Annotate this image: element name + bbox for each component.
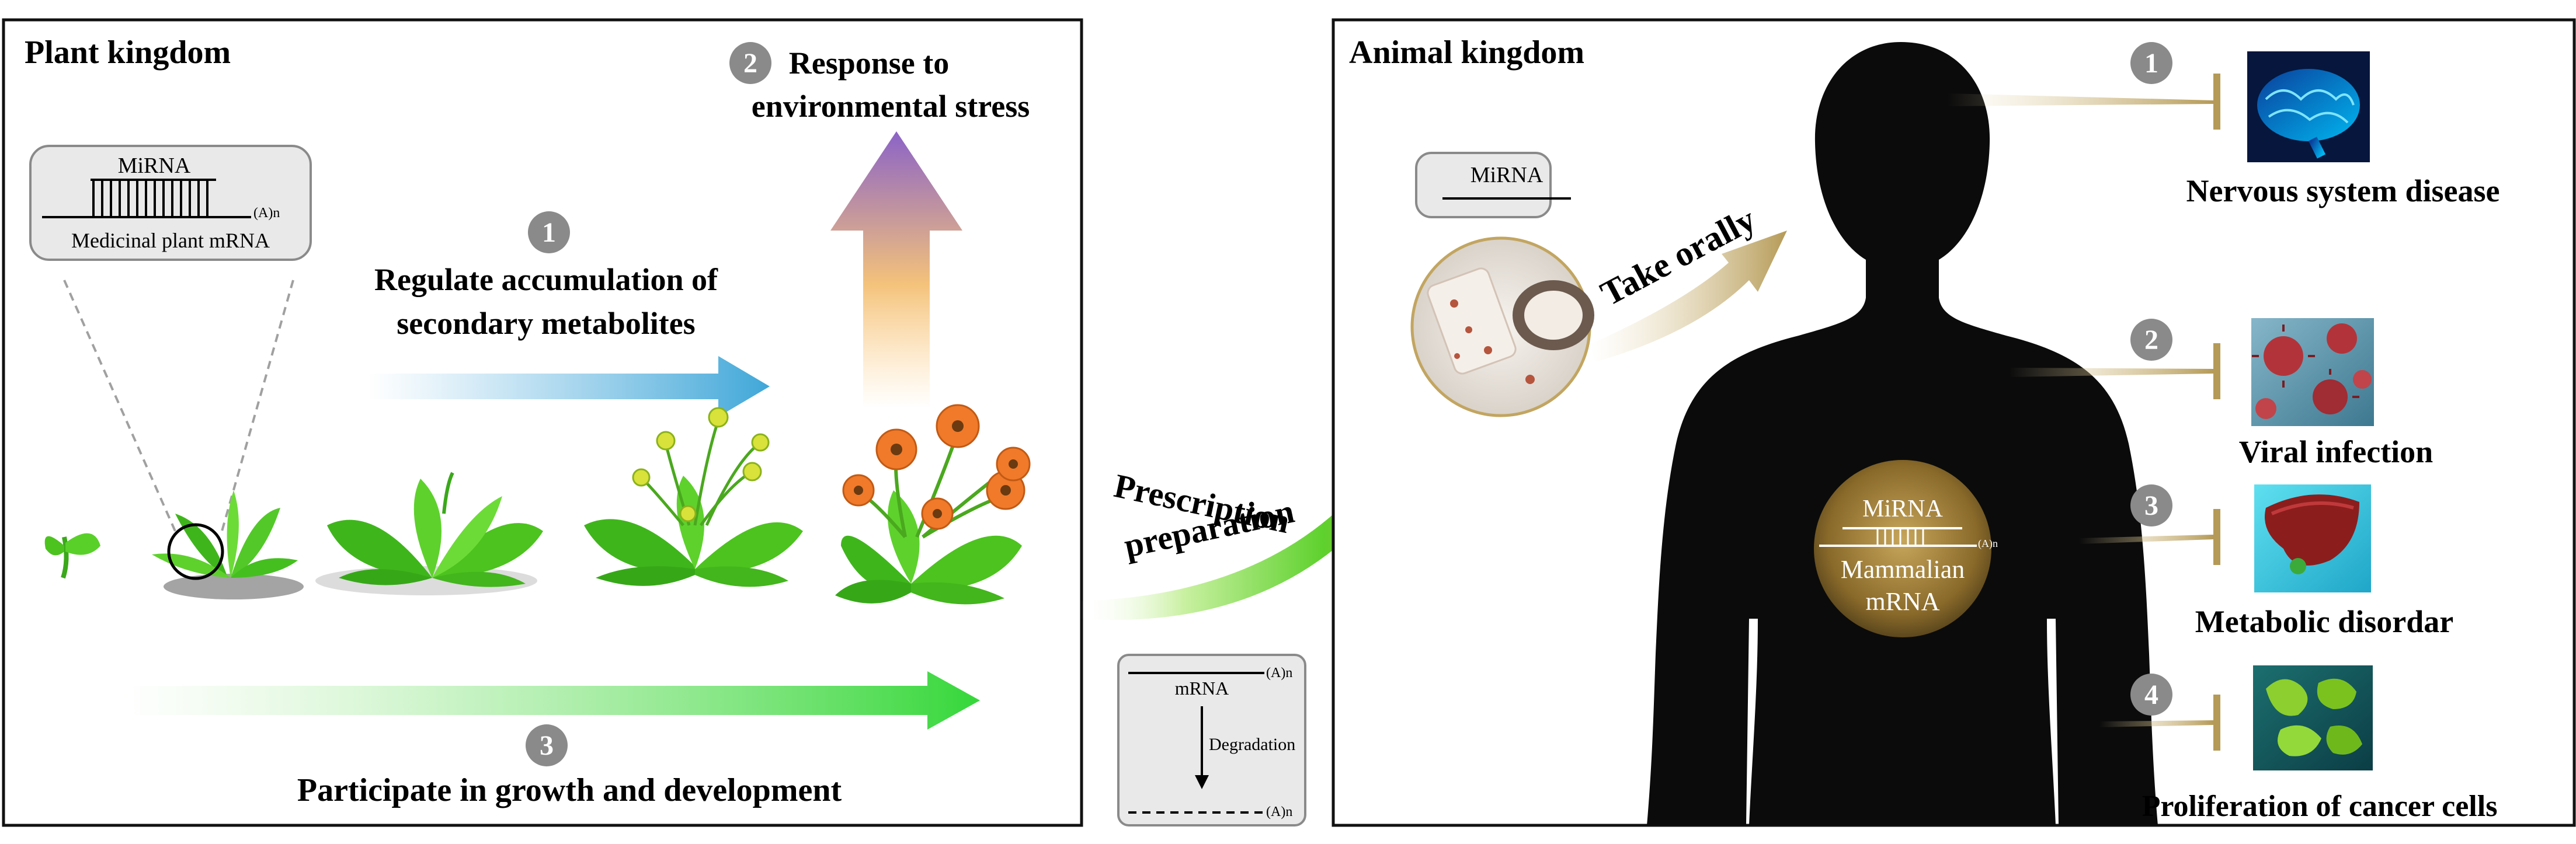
svg-text:3: 3 xyxy=(540,730,554,761)
function2-line2: environmental stress xyxy=(752,89,1030,124)
animal-panel-title: Animal kingdom xyxy=(1349,34,1584,71)
function1-arrow xyxy=(368,356,770,417)
zoom-circle xyxy=(167,523,224,580)
plant-young xyxy=(152,490,304,599)
take-orally-arrow xyxy=(1590,231,1787,362)
function3-arrow xyxy=(123,671,980,730)
inhibition-bar-2 xyxy=(2009,368,2213,377)
function1-line2: secondary metabolites xyxy=(397,306,695,341)
body-circle-line3: mRNA xyxy=(1865,587,1939,616)
svg-text:3: 3 xyxy=(2144,490,2158,521)
degradation-bottom-polya: (A)n xyxy=(1266,804,1292,819)
brain-icon xyxy=(2247,51,2370,162)
animal-mirna-label: MiRNA xyxy=(1470,163,1543,187)
plant-mirna-label: MiRNA xyxy=(118,154,191,178)
effect-3-label: Metabolic disordar xyxy=(2195,604,2453,639)
virus-icon xyxy=(2251,318,2374,426)
function2-arrow xyxy=(830,131,962,409)
plant-leafy xyxy=(315,472,543,595)
plant-flowering xyxy=(835,404,1031,605)
function2-badge: 2 xyxy=(729,42,771,84)
pill-image xyxy=(1410,236,1594,417)
inhibition-bar-3 xyxy=(2079,535,2213,544)
effect-4: 4 Proliferation of cancer cells xyxy=(2099,665,2497,823)
plant-panel-title: Plant kingdom xyxy=(25,34,231,71)
effect-1: 1 Nervous system disease xyxy=(1948,42,2499,208)
effect-4-badge xyxy=(2130,674,2172,716)
body-circle-polya: (A)n xyxy=(1978,538,1998,550)
plant-mirna-box: MiRNA (A)n Medicinal plant mRNA xyxy=(29,145,312,261)
degradation-top-polya: (A)n xyxy=(1266,665,1292,681)
liver-icon xyxy=(2254,484,2371,592)
effect-2: 2 Viral infection xyxy=(2009,318,2433,469)
plant-seedling xyxy=(44,533,100,579)
effect-4-label: Proliferation of cancer cells xyxy=(2142,790,2498,823)
effect-2-badge xyxy=(2130,319,2172,361)
svg-text:4: 4 xyxy=(2144,679,2158,710)
degradation-box: (A)n mRNA Degradation (A)n xyxy=(1117,654,1306,826)
svg-text:2: 2 xyxy=(743,48,757,79)
svg-text:1: 1 xyxy=(2144,48,2158,79)
plant-mirna-polya: (A)n xyxy=(253,205,280,221)
svg-text:1: 1 xyxy=(542,217,556,248)
function1-badge: 1 xyxy=(528,211,570,253)
body-mirna-circle: MiRNA (A)n Mammalian mRNA xyxy=(1814,460,1998,637)
degradation-arrow-label: Degradation xyxy=(1209,735,1295,754)
function2-line1: Response to xyxy=(789,46,950,81)
function1-line1: Regulate accumulation of xyxy=(374,262,718,297)
cancer-cells-icon xyxy=(2253,665,2373,770)
inhibition-bar-1 xyxy=(1948,93,2213,106)
effect-1-badge xyxy=(2130,42,2172,84)
svg-text:2: 2 xyxy=(2144,325,2158,355)
effect-3: 3 Metabolic disordar xyxy=(2079,484,2453,639)
plant-mirna-caption: Medicinal plant mRNA xyxy=(71,229,270,252)
effect-2-label: Viral infection xyxy=(2239,434,2433,469)
degradation-top-label: mRNA xyxy=(1175,678,1229,699)
plant-budding xyxy=(584,407,803,587)
animal-mirna-box: MiRNA xyxy=(1415,152,1571,218)
function3-badge: 3 xyxy=(526,724,568,766)
body-circle-line2: Mammalian xyxy=(1841,555,1965,584)
effect-3-badge xyxy=(2130,484,2172,526)
zoom-line-right xyxy=(221,280,294,532)
function3-label: Participate in growth and development xyxy=(297,772,842,808)
zoom-line-left xyxy=(63,280,176,532)
effect-1-label: Nervous system disease xyxy=(2186,173,2500,208)
inhibition-bar-4 xyxy=(2099,720,2213,727)
body-circle-mirna: MiRNA xyxy=(1862,496,1943,522)
human-silhouette xyxy=(1647,42,2158,825)
